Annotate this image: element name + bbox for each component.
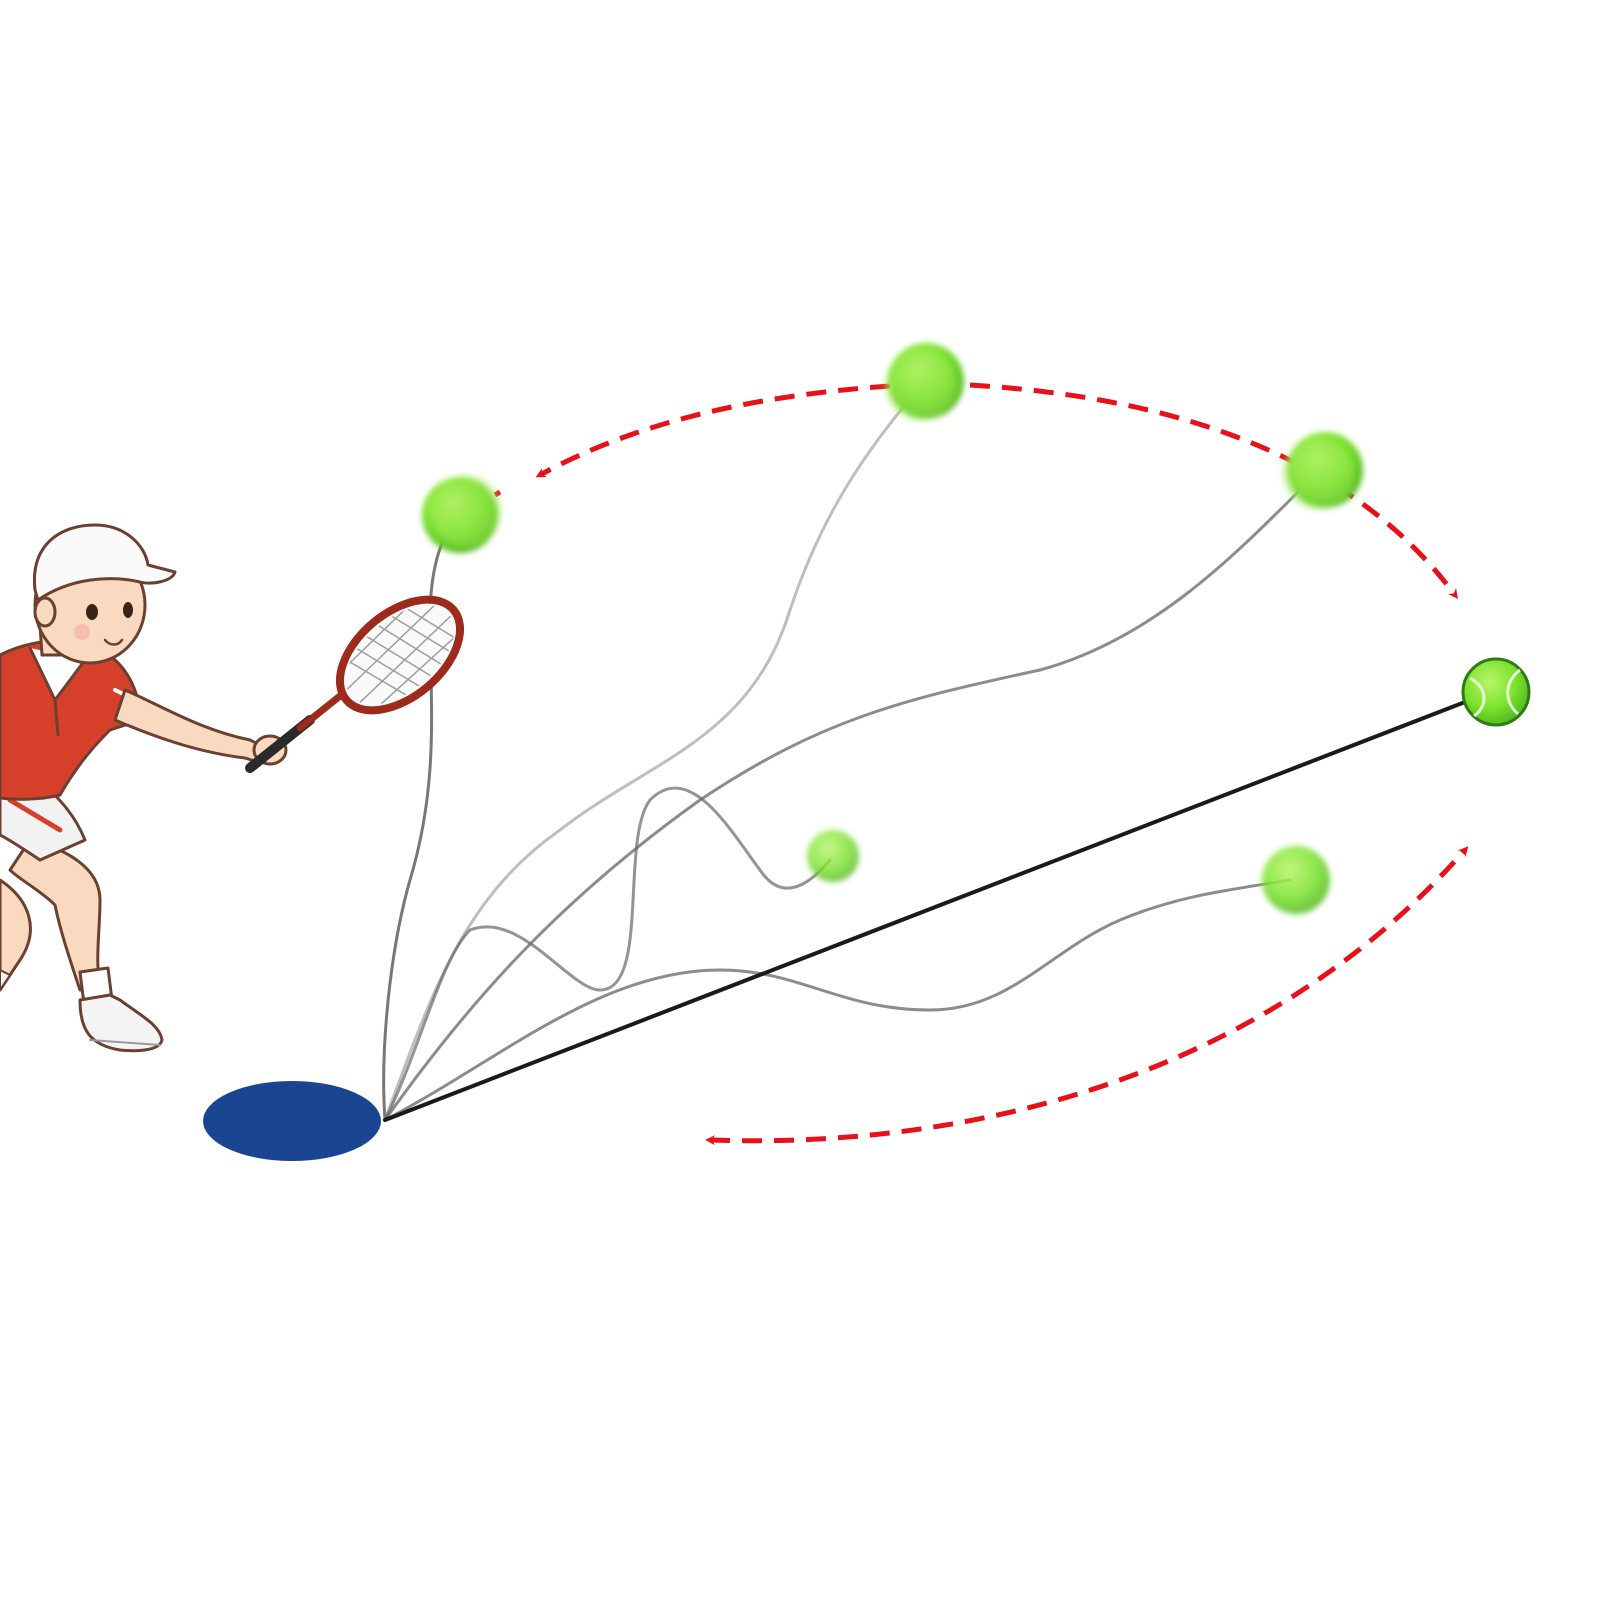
tennis-ball-icon — [422, 475, 502, 553]
tennis-balls — [422, 343, 1531, 914]
player-back-leg — [0, 878, 32, 992]
tennis-ball-icon — [884, 343, 964, 421]
trainer-base — [203, 1081, 381, 1161]
tennis-ball-icon — [1282, 432, 1363, 510]
cord-path-4 — [383, 786, 832, 1122]
player-shoe — [78, 993, 164, 1053]
arrow-top-right — [969, 382, 1458, 600]
tennis-ball-icon — [1461, 657, 1531, 727]
cord-trajectories — [382, 403, 1467, 1122]
tennis-ball-icon — [1262, 846, 1330, 914]
player-arm — [113, 688, 264, 764]
cord-path-3 — [383, 488, 1302, 1122]
cord-path-5 — [383, 878, 1292, 1122]
tennis-player-illustration — [0, 523, 473, 1053]
player-eye — [123, 602, 133, 618]
arrow-bottom — [705, 846, 1469, 1146]
player-cap — [32, 523, 177, 602]
player-eye — [86, 604, 98, 620]
tennis-ball-icon — [807, 830, 859, 882]
tennis-racket-icon — [245, 586, 473, 773]
arrow-top-left — [535, 383, 891, 478]
cord-path-1 — [382, 518, 457, 1122]
